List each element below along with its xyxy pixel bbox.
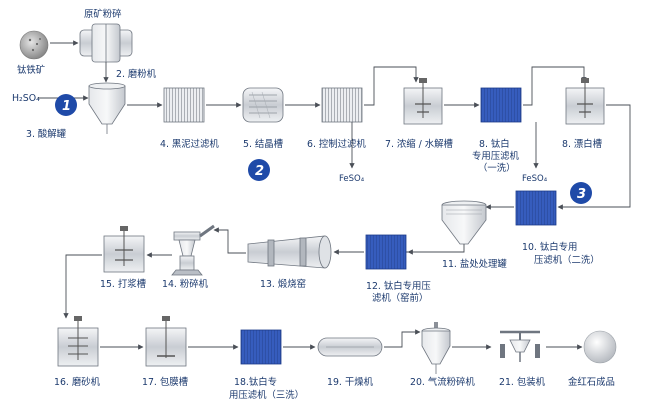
- press3-label-line2: 滤机（窑前）: [372, 292, 428, 304]
- sand-mill: [57, 316, 99, 367]
- svg-text:3: 3: [577, 187, 586, 202]
- crystal-tank-label: 5. 结晶槽: [243, 138, 283, 150]
- salt-treatment-tank: [441, 200, 487, 245]
- flow-arrow: [213, 227, 246, 254]
- crusher: [171, 224, 215, 276]
- coating-tank-label: 17. 包膜槽: [142, 376, 188, 388]
- ilmenite-label: 钛铁矿: [17, 64, 45, 76]
- black-mud-filter-label: 4. 黑泥过滤机: [160, 138, 219, 150]
- crystallizer: [242, 87, 284, 123]
- press4-label-line1: 18.钛白专: [234, 376, 277, 388]
- acid-tank-label: 3. 酸解罐: [26, 128, 67, 140]
- jet-mill: [421, 322, 451, 374]
- press2-label-line1: 10. 钛白专用: [522, 241, 577, 253]
- rutile-product: [583, 330, 617, 364]
- sand-mill-label: 16. 磨砂机: [54, 376, 101, 388]
- ilmenite-ore: [19, 30, 49, 60]
- acid-digestion-tank: [88, 82, 126, 134]
- flow-arrow: [523, 66, 587, 106]
- bleaching-tank: [565, 78, 605, 125]
- packer-label: 21. 包装机: [499, 376, 546, 388]
- bleach-tank-label: 8. 漂白槽: [562, 138, 602, 150]
- crusher-label: 14. 粉碎机: [162, 278, 209, 290]
- concentrate-tank-label: 7. 浓缩 / 水解槽: [385, 138, 453, 150]
- mill-label: 2. 磨粉机: [116, 68, 157, 80]
- feso4-output-1: FeSO₄: [339, 174, 365, 184]
- filter-press-4: [240, 329, 282, 365]
- flow-arrow: [557, 104, 631, 210]
- press1-label-line2: 专用压滤机: [472, 150, 520, 162]
- flow-arrow: [63, 254, 102, 319]
- packing-machine: [500, 330, 540, 362]
- acid-input-label: H₂SO₄: [12, 93, 40, 104]
- svg-text:2: 2: [255, 164, 264, 179]
- feso4-output-2: FeSO₄: [522, 174, 548, 184]
- raw-crushing-label: 原矿粉碎: [84, 8, 122, 20]
- control-filter: [321, 87, 363, 123]
- flow-arrow: [384, 329, 421, 348]
- slurry-tank-label: 15. 打浆槽: [100, 278, 146, 290]
- badge-1: 1: [55, 94, 77, 116]
- flow-arrow: [403, 244, 465, 253]
- svg-text:1: 1: [62, 99, 71, 114]
- raw-ore-crusher: [79, 23, 133, 63]
- calcination-kiln: [247, 235, 332, 269]
- press1-label-line1: 8. 钛白: [479, 138, 510, 150]
- dryer-label: 19. 干燥机: [327, 376, 374, 388]
- press1-label-line3: （一洗）: [478, 162, 516, 174]
- filter-press-1: [480, 87, 522, 123]
- press3-label-line1: 12. 钛白专用压: [366, 280, 431, 292]
- press2-label-line2: 压滤机（二洗）: [534, 254, 600, 266]
- kiln-label: 13. 煅烧窑: [260, 278, 306, 290]
- filter-press-3: [365, 234, 407, 270]
- black-mud-filter: [163, 87, 205, 123]
- press4-label-line2: 用压滤机（三洗）: [229, 389, 304, 401]
- concentration-hydrolysis-tank: [403, 78, 443, 125]
- product-label: 金红石成品: [568, 376, 615, 388]
- coating-tank: [145, 316, 187, 367]
- filter-press-2: [515, 190, 557, 226]
- control-filter-label: 6. 控制过滤机: [307, 138, 366, 150]
- badge-2: 2: [248, 159, 270, 181]
- slurry-tank: [103, 226, 145, 273]
- jet-mill-label: 20. 气流粉碎机: [410, 376, 475, 388]
- badge-3: 3: [570, 182, 592, 204]
- flow-arrow: [364, 66, 419, 106]
- dryer: [317, 337, 383, 357]
- salt-tank-label: 11. 盐处处理罐: [442, 258, 507, 270]
